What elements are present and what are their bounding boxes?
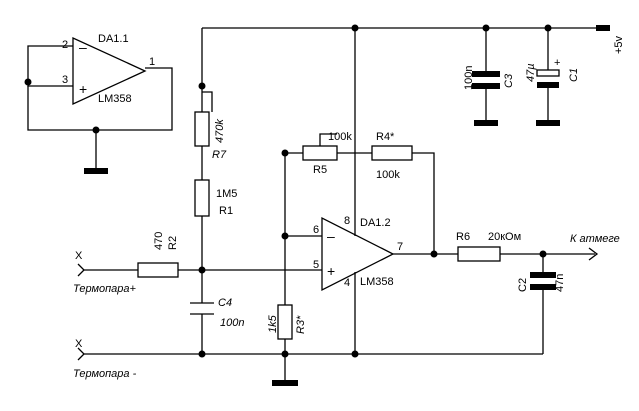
r3-body (277, 304, 293, 340)
opamp-da1-2-pin-6: 6 (313, 224, 319, 236)
opamp-da1-1-output-loop (27, 67, 173, 131)
resistor-r7: 470k R7 (194, 111, 227, 161)
r2-ref: R2 (167, 236, 179, 250)
c2-plate-bottom (530, 284, 556, 290)
junction-dot (281, 232, 289, 240)
r4-ref: R4* (376, 131, 395, 143)
resistor-r3: 1k5 R3* (267, 304, 307, 340)
c1-ref: C1 (568, 68, 580, 82)
r4-value: 100k (376, 169, 400, 181)
opamp-da1-2-ref: DA1.2 (360, 217, 391, 229)
opamp-da1-2-pin-4: 4 (344, 277, 350, 289)
c4-plates (190, 302, 214, 315)
resistor-r1: 1M5 R1 (194, 179, 237, 217)
c3-value: 100n (463, 66, 475, 90)
capacitor-c3: 100n C3 (463, 28, 515, 126)
opamp-da1-1-pin-3: 3 (62, 74, 68, 86)
opamp-da1-1-pin-2: 2 (62, 39, 68, 51)
r7-trim-wire (202, 91, 213, 112)
opamp-da1-2-minus-sign: – (327, 228, 335, 244)
resistor-r2: 470 R2 (137, 232, 179, 278)
thermo-minus-x-mark: X (75, 338, 83, 350)
opamp-da1-2-pin-5: 5 (313, 259, 319, 271)
r4-feedback-wire (412, 152, 435, 254)
c1-value: 47µ (525, 63, 537, 82)
thermocouple-minus-input: X Термопара - (73, 338, 543, 380)
opamp-da1-2-plus-sign: + (327, 263, 335, 279)
c3-plate-top (472, 71, 500, 77)
capacitor-c2: C2 47n (517, 254, 566, 354)
opamp-da1-2-pin-8: 8 (344, 215, 350, 227)
opamp-da1-1-input-wires (27, 45, 73, 87)
resistor-r4: R4* 100k (371, 131, 413, 181)
c3-ref: C3 (503, 73, 515, 88)
ground-symbol (474, 120, 498, 126)
power-terminal (596, 25, 610, 31)
trimmer-r5: 100k R5 (302, 131, 352, 176)
ground-symbol (272, 380, 298, 386)
c1-plate-bottom (537, 82, 559, 88)
resistor-r6: R6 20кОм (456, 231, 521, 262)
r7-value: 470k (214, 119, 226, 143)
r7-body (194, 111, 210, 147)
c2-ref: C2 (517, 278, 529, 292)
c2-value: 47n (554, 274, 566, 292)
junction-dot (198, 350, 206, 358)
power-rail: +5v (198, 24, 625, 112)
opamp-da1-1-minus-sign: – (79, 39, 87, 55)
r1-ref: R1 (219, 205, 233, 217)
r5-value: 100k (328, 131, 352, 143)
opamp-da1-2-pin-7: 7 (397, 241, 403, 253)
opamp-da1-2: – + DA1.2 LM358 6 5 7 8 4 (285, 28, 458, 354)
c1-plate-top (536, 69, 560, 77)
opamp-da1-1: – + DA1.1 LM358 2 3 1 (24, 33, 173, 174)
r5-body (302, 145, 338, 161)
c4-value: 100n (220, 317, 244, 329)
c3-plate-bottom (472, 83, 500, 89)
r1-body (194, 179, 210, 217)
capacitor-c1: + 47µ C1 (525, 28, 580, 126)
ground-symbol (536, 120, 560, 126)
r2-value: 470 (153, 232, 165, 250)
opamp-da1-1-pin-1: 1 (149, 56, 155, 68)
opamp-da1-2-body (321, 216, 395, 292)
c1-polarity: + (554, 57, 560, 69)
junction-dot (24, 78, 32, 86)
ground-symbol (84, 168, 108, 174)
r3-ref: R3* (295, 315, 307, 334)
r3-value: 1k5 (267, 314, 279, 333)
opamp-da1-1-plus-sign: + (79, 81, 87, 97)
r6-ref: R6 (456, 231, 470, 243)
capacitor-c4: C4 100n (190, 297, 244, 354)
thermo-plus-label: Термопара+ (73, 283, 137, 295)
r5-ref: R5 (313, 164, 327, 176)
r6-body (457, 246, 501, 262)
opamp-da1-2-part: LM358 (360, 276, 394, 288)
output-arrow (588, 247, 599, 261)
power-label: +5v (613, 35, 625, 54)
thermo-plus-arrow (77, 263, 85, 277)
thermo-minus-label: Термопара - (73, 368, 137, 380)
opamp-da1-1-body (72, 36, 147, 106)
r5-wiper (319, 133, 337, 146)
c2-plate-top (530, 272, 556, 278)
opamp-da1-1-ref: DA1.1 (98, 33, 129, 45)
r4-body (371, 145, 413, 161)
r7-ref: R7 (212, 149, 227, 161)
thermocouple-plus-input: X Термопара+ (73, 250, 138, 295)
output-label: К атмеге (570, 233, 620, 245)
r2-body (137, 262, 179, 278)
r6-value: 20кОм (488, 231, 521, 243)
opamp-da1-1-part: LM358 (98, 93, 132, 105)
c4-ref: C4 (218, 297, 232, 309)
r1-value: 1M5 (216, 188, 237, 200)
thermo-plus-x-mark: X (75, 250, 83, 262)
